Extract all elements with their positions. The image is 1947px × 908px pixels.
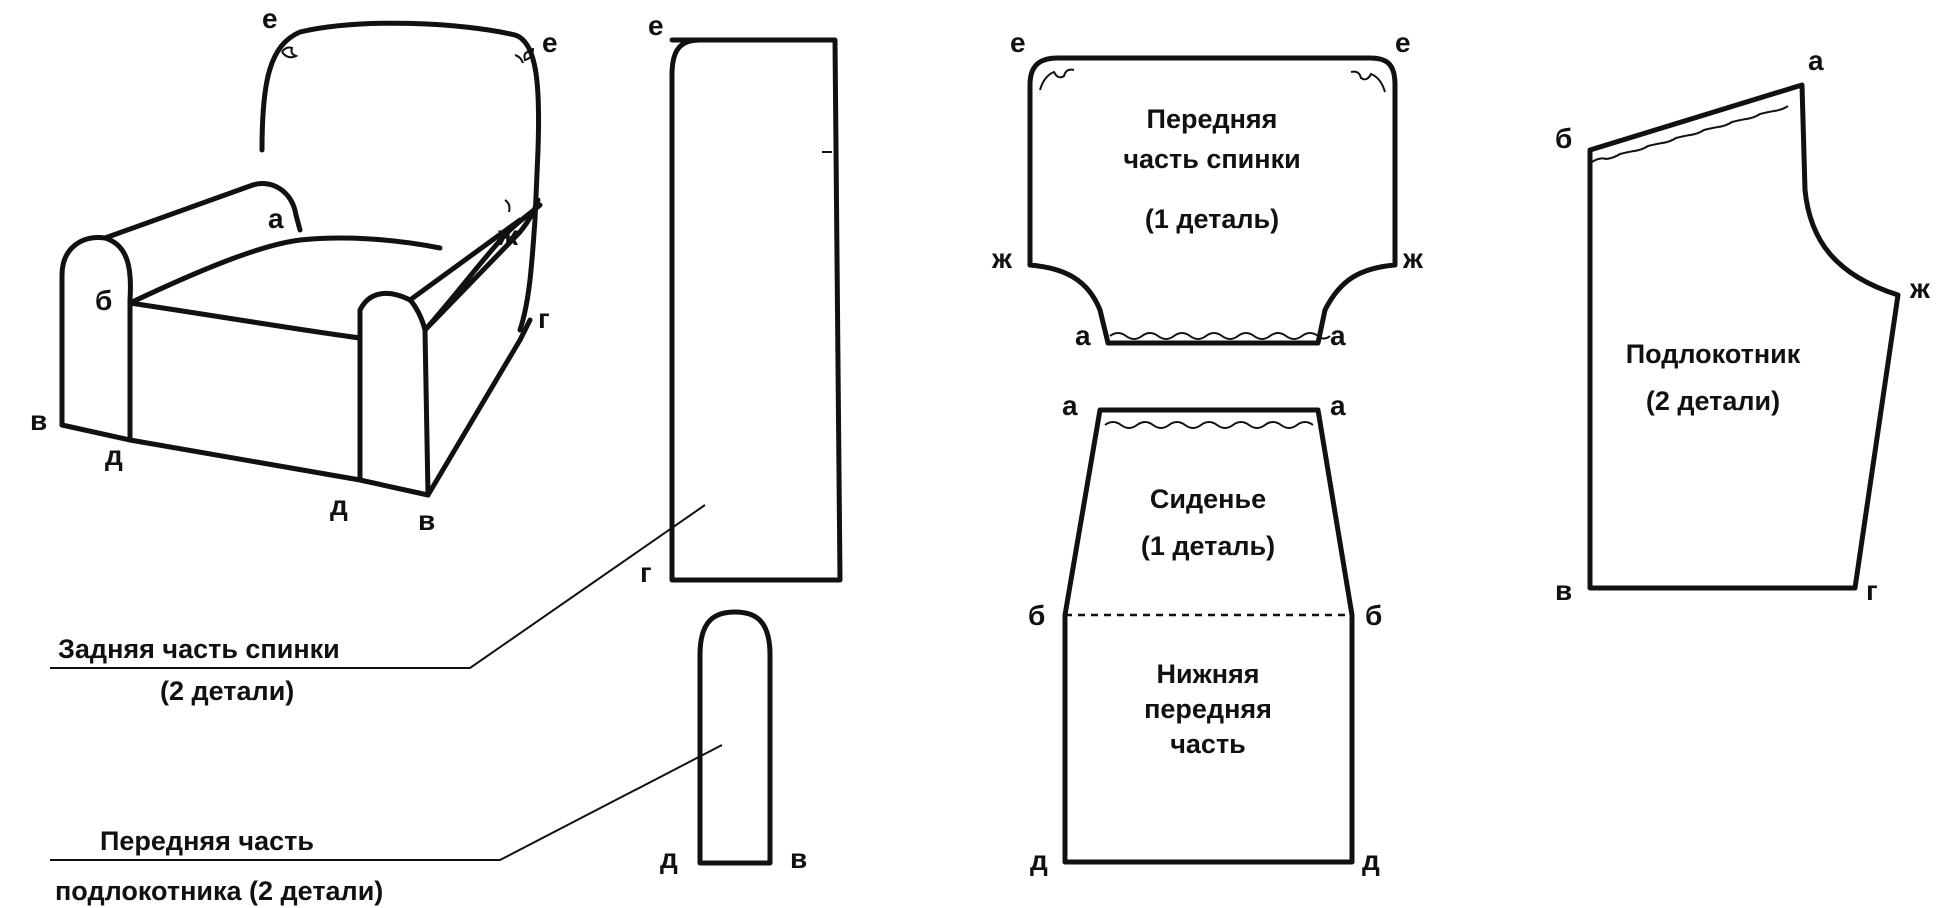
caption-line: подлокотника (2 детали) [55,876,383,906]
point-label: ж [1402,243,1424,274]
point-label: а [1330,390,1346,421]
point-label: ж [497,220,519,251]
point-label: а [1330,320,1346,351]
armchair-front-base [59,422,431,498]
point-label: в [790,843,807,874]
leader-line [50,744,723,861]
piece-title-line: (1 деталь) [1141,531,1275,561]
piece-title-line: (2 детали) [1646,386,1780,416]
seam-mark-zh [504,199,511,213]
point-label: д [1362,845,1380,876]
piece-seat-lower-front: а а б б д д Сиденье (1 деталь) Нижняя пе… [1028,390,1382,876]
point-label: е [1010,27,1026,58]
wavy-seam [1591,105,1789,163]
point-label: в [30,405,47,436]
armchair-backrest [259,20,542,333]
piece-armrest-outline [1587,82,1901,591]
wavy-seam [1109,332,1331,340]
point-label: г [538,303,550,334]
piece-title-line: Передняя [1147,104,1278,134]
piece-back-rear: е г [640,10,843,588]
point-label: е [648,10,664,41]
piece-armrest: а б ж в г Подлокотник (2 детали) [1555,45,1931,606]
caption-line: Передняя часть [100,826,314,856]
piece-back-rear-outline [669,37,843,583]
caption-back-rear: Задняя часть спинки (2 детали) [50,504,706,706]
piece-title-line: Нижняя [1156,659,1259,689]
piece-back-front: е е ж ж а а Передняя часть спинки (1 дет… [991,27,1424,351]
point-label: г [1866,575,1878,606]
piece-title-line: передняя [1144,694,1272,724]
point-label: а [1062,390,1078,421]
seam-mark-right-2 [514,54,524,64]
piece-arm-front-outline [697,609,773,866]
point-label: а [1808,45,1824,76]
piece-title-line: Сиденье [1150,484,1266,514]
armchair-right-arm-top [422,202,543,333]
wavy-seam [1104,421,1314,429]
armchair-right-arm-edge [407,217,523,303]
point-label: е [1395,27,1411,58]
piece-title-line: Подлокотник [1626,339,1801,369]
point-label: ж [991,243,1013,274]
point-label: б [1555,123,1572,154]
point-label: е [262,3,278,34]
point-label: д [330,490,348,521]
armchair-point-labels: е е а б ж г в д д в [30,3,558,536]
armchair-seat [127,235,443,341]
caption-arm-front: Передняя часть подлокотника (2 детали) [50,744,723,906]
caption-line: (2 детали) [160,676,294,706]
caption-line: Задняя часть спинки [58,634,340,664]
point-label: в [1555,575,1572,606]
armchair-side-base [425,317,533,498]
point-label: д [1030,845,1048,876]
point-label: б [1028,600,1045,631]
point-label: б [95,285,112,316]
point-label: а [268,203,284,234]
point-label: г [640,557,652,588]
point-label: ж [1909,273,1931,304]
seam-mark-right [523,41,534,62]
piece-seat-lower-front-outline [1062,407,1355,865]
leader-line [50,504,706,669]
point-label: б [1365,600,1382,631]
piece-title-line: часть спинки [1123,144,1300,174]
point-label: д [105,440,123,471]
seam-mark-left [281,46,299,59]
point-label: е [542,27,558,58]
point-label: в [418,505,435,536]
piece-title-line: (1 деталь) [1145,204,1279,234]
armchair-illustration [59,20,543,498]
armchair-left-arm [59,181,303,428]
point-label: а [1075,320,1091,351]
piece-back-front-outline [1027,55,1398,346]
armchair-left-arm-front [102,235,133,443]
seam-mark-right [1350,70,1386,93]
piece-title-line: часть [1170,729,1246,759]
piece-arm-front: д в [660,609,807,874]
seam-mark-left [1039,68,1075,91]
point-label: д [660,843,678,874]
